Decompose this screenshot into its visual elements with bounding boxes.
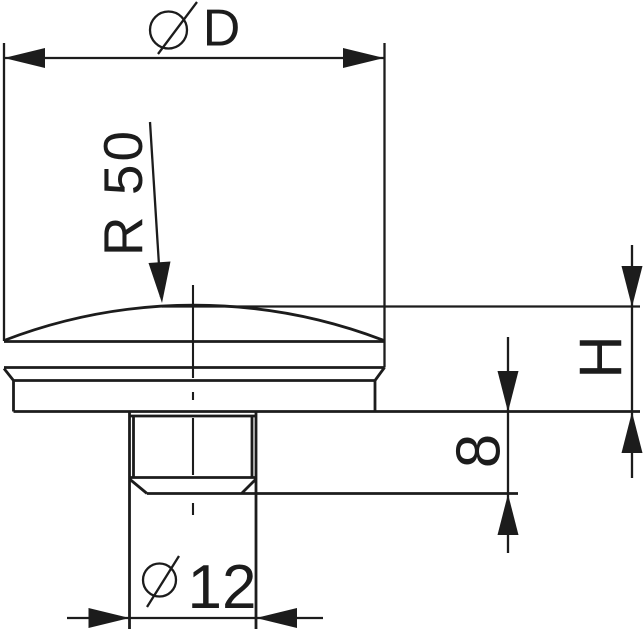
dim-h-arrow-top-icon (621, 266, 643, 307)
dim-12-arrow-right-icon (256, 608, 297, 628)
dim-8-arrow-top-icon (497, 371, 519, 412)
dim-d-arrow-right-icon (343, 48, 384, 68)
knob-outline-path (2, 340, 640, 413)
radius-label: R 50 (92, 128, 154, 256)
dimension-dome-radius: R 50 (92, 121, 171, 303)
dim-d-lines (2, 43, 386, 368)
dimension-shank-diameter: 12 (67, 553, 323, 628)
dim-h-label: H (568, 335, 635, 378)
dim-8-arrow-bottom-icon (497, 494, 519, 535)
dim-8-label: 8 (444, 434, 513, 468)
knob-body (2, 303, 640, 629)
dimension-outer-diameter: D (2, 0, 386, 368)
radius-arrow-icon (148, 261, 171, 303)
dim-h-arrow-bottom-icon (621, 412, 643, 453)
shank-outline-path (128, 411, 518, 629)
dim-d-label: D (203, 0, 241, 58)
dimension-height: H (162, 245, 643, 478)
diameter-symbol-icon (141, 555, 180, 608)
dim-12-label: 12 (188, 553, 257, 622)
diameter-symbol-icon (148, 1, 198, 55)
dim-12-arrow-left-icon (88, 608, 130, 628)
dimension-shank-length: 8 (444, 337, 519, 553)
dim-d-arrow-left-icon (4, 48, 45, 68)
